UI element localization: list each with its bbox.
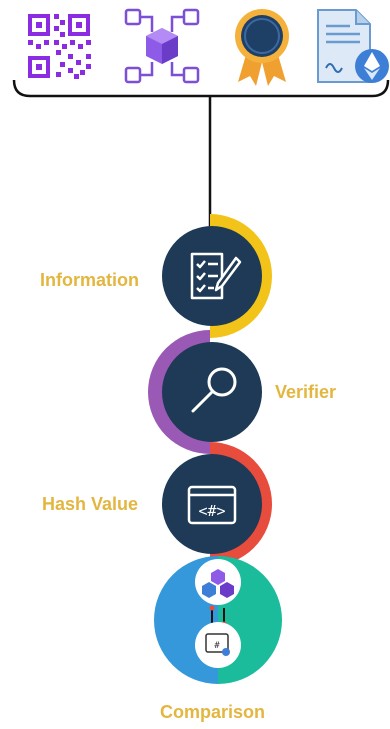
hash-node xyxy=(162,454,262,554)
hash-value-label: Hash Value xyxy=(42,494,139,514)
magnifier-icon xyxy=(191,367,237,413)
blocks-compare-icon: # xyxy=(195,559,241,668)
verifier-label: Verifier xyxy=(275,382,337,402)
top-icon-row xyxy=(0,0,390,92)
qr-code-icon xyxy=(28,14,91,79)
document-checklist-pen-icon xyxy=(190,252,242,300)
svg-text:<#>: <#> xyxy=(198,502,225,520)
information-label: Information xyxy=(40,270,139,290)
code-hash-window-icon: <#> xyxy=(187,485,237,525)
ethereum-certificate-icon xyxy=(317,9,389,83)
blockchain-network-icon xyxy=(124,8,200,84)
comparison-label: Comparison xyxy=(160,702,266,722)
award-ribbon-icon xyxy=(235,9,289,86)
svg-text:#: # xyxy=(214,641,220,651)
